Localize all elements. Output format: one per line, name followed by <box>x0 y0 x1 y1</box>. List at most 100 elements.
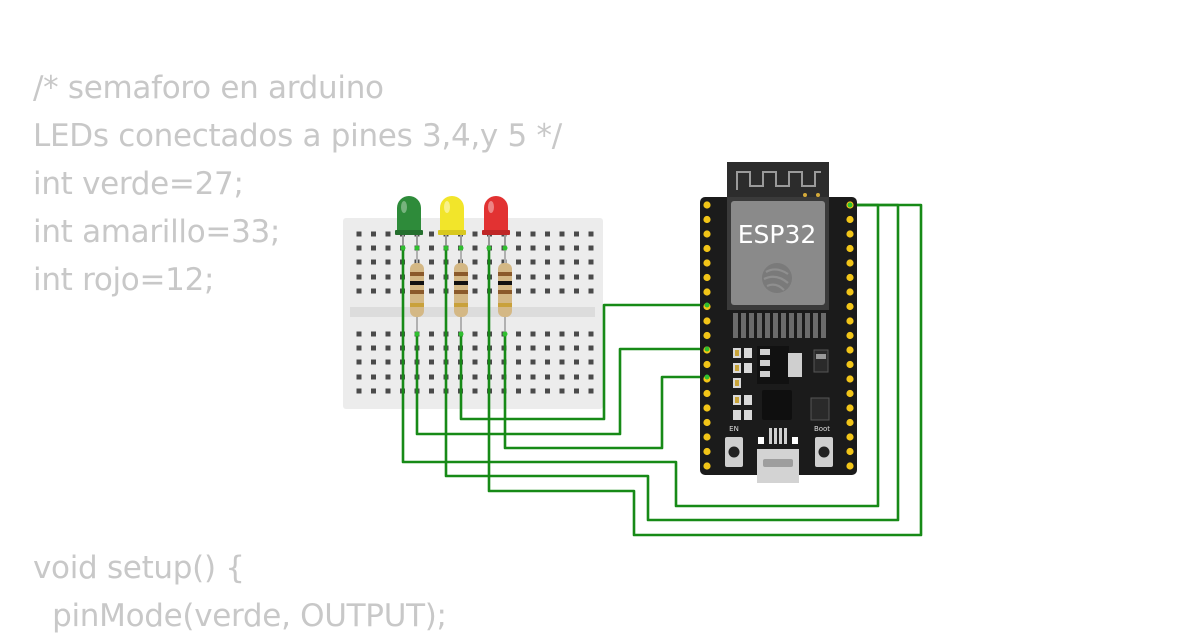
breadboard-hole <box>559 288 565 294</box>
resistor-3[interactable] <box>498 248 512 334</box>
pin[interactable] <box>703 418 711 427</box>
resistor-1[interactable] <box>410 248 424 334</box>
pin[interactable] <box>703 317 711 325</box>
pin[interactable] <box>703 273 711 282</box>
module-castellations <box>733 313 826 338</box>
castellation <box>733 313 738 338</box>
breadboard-hole <box>385 331 391 337</box>
breadboard-hole <box>356 245 362 251</box>
pin[interactable] <box>703 331 711 340</box>
pin[interactable] <box>846 259 854 267</box>
pin[interactable] <box>846 404 854 412</box>
castellation <box>821 313 826 338</box>
connection-dots <box>400 245 508 337</box>
pin[interactable] <box>703 360 711 369</box>
breadboard-hole <box>356 274 362 280</box>
pin[interactable] <box>846 360 854 369</box>
pin[interactable] <box>846 331 854 340</box>
breadboard-hole <box>559 259 565 265</box>
breadboard-hole <box>530 345 536 351</box>
breadboard-hole <box>516 274 521 280</box>
esp32-board[interactable]: ESP32 <box>700 162 857 483</box>
boot-label: Boot <box>814 425 830 433</box>
pin[interactable] <box>846 244 854 253</box>
pin[interactable] <box>703 244 711 253</box>
breadboard-hole <box>371 359 376 365</box>
right-pin-header[interactable] <box>846 201 854 470</box>
pin[interactable] <box>703 447 711 456</box>
castellation <box>757 313 762 338</box>
espressif-logo-icon <box>762 263 792 293</box>
pin[interactable] <box>846 302 854 311</box>
pin[interactable] <box>703 389 711 398</box>
esp32-shield <box>731 201 825 305</box>
pin[interactable] <box>846 273 854 282</box>
pin[interactable] <box>846 389 854 398</box>
usb-port <box>757 428 799 483</box>
breadboard-hole <box>516 345 521 351</box>
left-pin-header[interactable] <box>703 201 711 470</box>
breadboard-hole <box>516 359 521 365</box>
pin[interactable] <box>703 259 711 267</box>
breadboard-hole <box>530 288 536 294</box>
pin[interactable] <box>846 418 854 427</box>
breadboard-hole <box>588 359 594 365</box>
antenna-module <box>727 162 829 202</box>
breadboard-hole <box>429 331 434 337</box>
led-red[interactable] <box>482 196 510 248</box>
pin[interactable] <box>703 433 711 441</box>
breadboard-hole <box>545 245 550 251</box>
breadboard-hole <box>545 388 550 394</box>
breadboard-hole <box>530 388 536 394</box>
breadboard-hole <box>356 388 362 394</box>
breadboard-hole <box>429 245 434 251</box>
pin[interactable] <box>703 215 711 224</box>
wire-green-led-signal <box>415 334 707 436</box>
boot-button[interactable] <box>815 437 833 467</box>
pin[interactable] <box>703 404 711 412</box>
breadboard-hole <box>516 231 521 237</box>
breadboard-hole <box>385 288 391 294</box>
code-line-4: int amarillo=33; <box>33 214 281 250</box>
breadboard-hole <box>371 259 376 265</box>
pin[interactable] <box>703 288 711 296</box>
breadboard-hole <box>516 245 521 251</box>
pin[interactable] <box>846 288 854 296</box>
breadboard-hole <box>545 374 550 380</box>
breadboard-hole <box>472 274 478 280</box>
breadboard-hole <box>559 388 565 394</box>
castellation <box>805 313 810 338</box>
en-button[interactable] <box>725 437 743 467</box>
led-green[interactable] <box>395 196 423 248</box>
pin[interactable] <box>703 462 711 470</box>
board-name: ESP32 <box>738 220 817 249</box>
pin[interactable] <box>846 230 854 238</box>
pin[interactable] <box>846 215 854 224</box>
breadboard-hole <box>356 345 362 351</box>
breadboard-hole <box>516 388 521 394</box>
pin[interactable] <box>846 346 854 354</box>
breadboard-hole <box>545 288 550 294</box>
pin[interactable] <box>703 230 711 238</box>
breadboard-hole <box>574 259 579 265</box>
breadboard-hole <box>371 388 376 394</box>
led-yellow[interactable] <box>438 196 466 248</box>
castellation <box>781 313 786 338</box>
breadboard-hole <box>385 259 391 265</box>
pin[interactable] <box>846 447 854 456</box>
breadboard-hole <box>574 331 579 337</box>
breadboard[interactable] <box>343 218 603 409</box>
pin[interactable] <box>846 433 854 441</box>
resistor-2[interactable] <box>454 248 468 334</box>
pin[interactable] <box>846 375 854 383</box>
breadboard-hole <box>588 245 594 251</box>
breadboard-hole <box>559 331 565 337</box>
breadboard-hole <box>574 231 579 237</box>
breadboard-hole <box>429 345 434 351</box>
breadboard-hole <box>472 331 478 337</box>
pin[interactable] <box>846 462 854 470</box>
pin[interactable] <box>703 201 711 209</box>
pin[interactable] <box>846 317 854 325</box>
breadboard-hole <box>516 259 521 265</box>
board-connection-dots <box>704 202 853 380</box>
